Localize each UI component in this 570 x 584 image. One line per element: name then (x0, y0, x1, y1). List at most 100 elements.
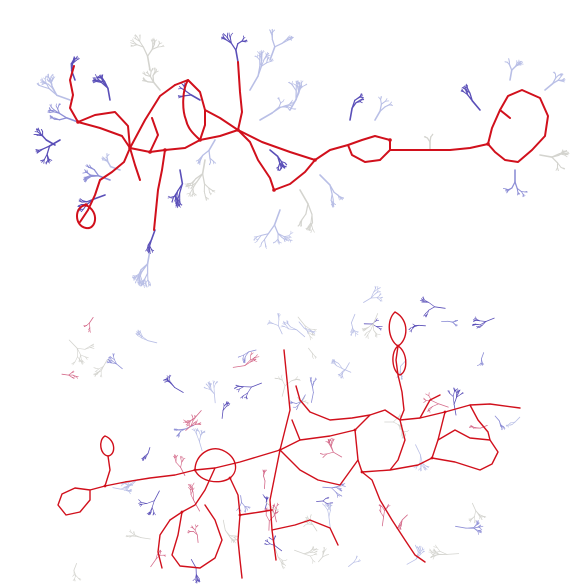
branch-segment (304, 84, 308, 86)
backbone-edge (104, 455, 111, 487)
branch-segment (430, 556, 435, 558)
branch-segment (376, 297, 381, 301)
branch-segment (198, 441, 203, 452)
branch-segment (261, 53, 263, 57)
branch-segment (180, 458, 182, 463)
branch-segment (55, 94, 71, 101)
branch-segment (138, 499, 142, 503)
branch-segment (71, 370, 74, 374)
branch-segment (421, 548, 425, 551)
branch-segment (387, 503, 389, 507)
backbone-edge (273, 159, 316, 191)
branch-segment (447, 390, 451, 394)
branch-segment (466, 94, 473, 102)
branch-segment (432, 549, 437, 552)
branch-segment (198, 577, 200, 582)
branch-segment (188, 192, 191, 197)
branch-segment (43, 153, 48, 161)
branch-segment (144, 278, 147, 285)
branch-segment (254, 354, 258, 358)
branch-segment (155, 554, 158, 560)
branch-segment (135, 333, 139, 337)
branch-segment (138, 276, 141, 282)
branch-segment (179, 183, 184, 194)
branch-segment (132, 275, 136, 277)
branch-segment (264, 543, 268, 545)
branch-segment (289, 98, 297, 111)
branch-segment (190, 94, 201, 101)
branch-segment (139, 40, 144, 48)
branch-segment (477, 530, 482, 532)
branch-segment (515, 63, 522, 67)
branch-segment (142, 46, 149, 57)
backbone-edge (149, 117, 159, 153)
backbone-edge (295, 385, 371, 421)
branch-segment (134, 534, 142, 538)
branch-segment (339, 487, 342, 491)
branch-segment (342, 375, 344, 379)
branch-segment (228, 34, 231, 39)
branch-segment (265, 246, 267, 249)
branch-segment (312, 383, 315, 388)
branch-segment (425, 465, 429, 468)
branch-segment (314, 377, 317, 382)
branch-segment (275, 238, 279, 243)
branch-segment (251, 382, 262, 388)
branch-segment (266, 543, 271, 545)
branch-segment (237, 40, 243, 45)
branch-segment (294, 549, 305, 555)
branch-segment (365, 334, 369, 339)
branch-segment (331, 438, 334, 442)
branch-segment (434, 306, 446, 309)
branch-segment (277, 313, 279, 317)
branch-segment (185, 423, 189, 426)
branch-segment (363, 297, 372, 303)
branch-segment (198, 154, 204, 161)
backbone-edge (99, 147, 131, 181)
branch-segment (169, 377, 171, 383)
branch-segment (108, 358, 110, 361)
branch-segment (137, 274, 140, 279)
branch-segment (401, 514, 408, 521)
branch-segment (471, 100, 481, 111)
backbone-edge (169, 467, 216, 521)
branch-segment (297, 397, 300, 400)
branch-segment (328, 516, 331, 528)
branch-segment (328, 510, 331, 518)
branch-segment (143, 77, 146, 81)
branch-segment (268, 536, 272, 540)
branch-segment (200, 430, 202, 433)
branch-segment (153, 511, 156, 516)
branch-segment (305, 203, 309, 215)
branch-segment (187, 420, 191, 424)
branch-segment (411, 325, 415, 328)
branch-segment (310, 391, 314, 403)
branch-segment (174, 198, 176, 202)
branch-segment (334, 361, 337, 367)
branch-segment (138, 334, 143, 338)
branch-segment (282, 99, 285, 102)
branch-segment (159, 551, 161, 556)
branch-segment (72, 59, 77, 65)
branch-segment (384, 506, 388, 511)
branch-segment (146, 48, 153, 57)
branch-segment (213, 393, 216, 404)
branch-segment (348, 561, 355, 567)
branch-segment (428, 551, 433, 553)
branch-segment (137, 330, 141, 333)
branch-segment (468, 519, 472, 522)
branch-segment (272, 509, 276, 515)
branch-segment (97, 76, 102, 79)
branch-segment (376, 295, 380, 299)
branch-segment (172, 195, 175, 201)
branch-segment (68, 374, 73, 378)
branch-segment (88, 329, 91, 333)
branch-segment (136, 44, 144, 48)
branch-segment (112, 360, 117, 365)
branch-segment (250, 360, 255, 363)
branch-segment (89, 346, 95, 348)
branch-segment (258, 245, 262, 248)
branch-segment (147, 238, 153, 246)
branch-segment (353, 558, 357, 563)
branch-segment (198, 422, 201, 425)
